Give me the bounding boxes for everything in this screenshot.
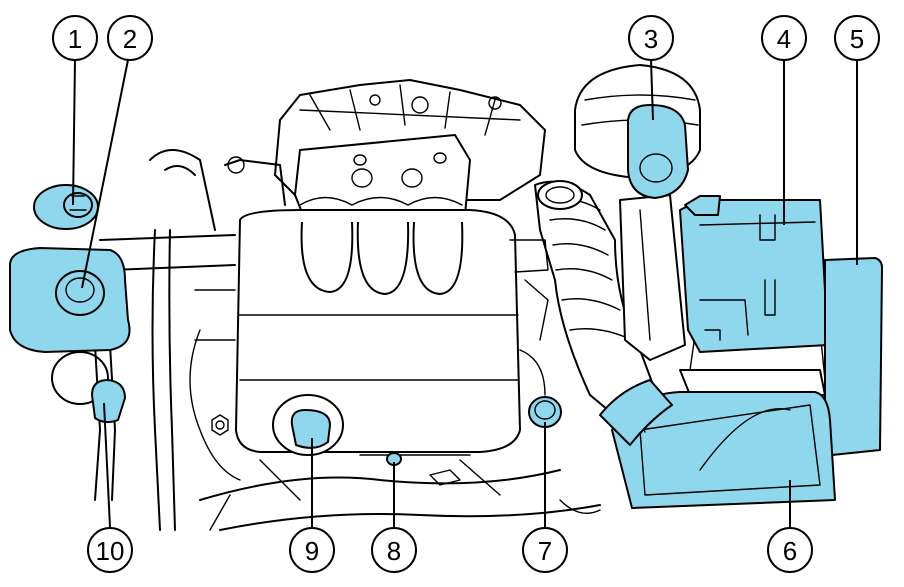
power-steering-cap-shape — [91, 379, 126, 424]
svg-text:6: 6 — [783, 536, 797, 566]
svg-text:2: 2 — [123, 24, 137, 54]
callout-7: 7 — [522, 527, 568, 573]
callout-10: 10 — [87, 527, 133, 573]
svg-text:10: 10 — [96, 536, 125, 566]
callout-4: 4 — [761, 15, 807, 61]
svg-text:7: 7 — [538, 536, 552, 566]
washer-cap-shape — [55, 270, 105, 316]
fuse-box-shape — [824, 257, 883, 456]
callout-8: 8 — [371, 527, 417, 573]
engine-line-art — [51, 64, 826, 531]
dipstick-handle-shape — [290, 409, 331, 449]
callout-6: 6 — [767, 527, 813, 573]
callout-9: 9 — [289, 527, 335, 573]
svg-text:9: 9 — [305, 536, 319, 566]
svg-text:8: 8 — [387, 536, 401, 566]
svg-text:4: 4 — [777, 24, 791, 54]
callout-2: 2 — [107, 15, 153, 61]
highlighted-components — [9, 104, 883, 509]
svg-text:5: 5 — [850, 24, 864, 54]
svg-text:3: 3 — [644, 24, 658, 54]
callout-5: 5 — [834, 15, 880, 61]
callout-1: 1 — [52, 15, 98, 61]
callout-3: 3 — [628, 15, 674, 61]
brake-reservoir-shape — [627, 104, 689, 199]
callouts: 1 2 3 4 5 6 7 8 — [52, 15, 880, 573]
svg-text:1: 1 — [68, 24, 82, 54]
